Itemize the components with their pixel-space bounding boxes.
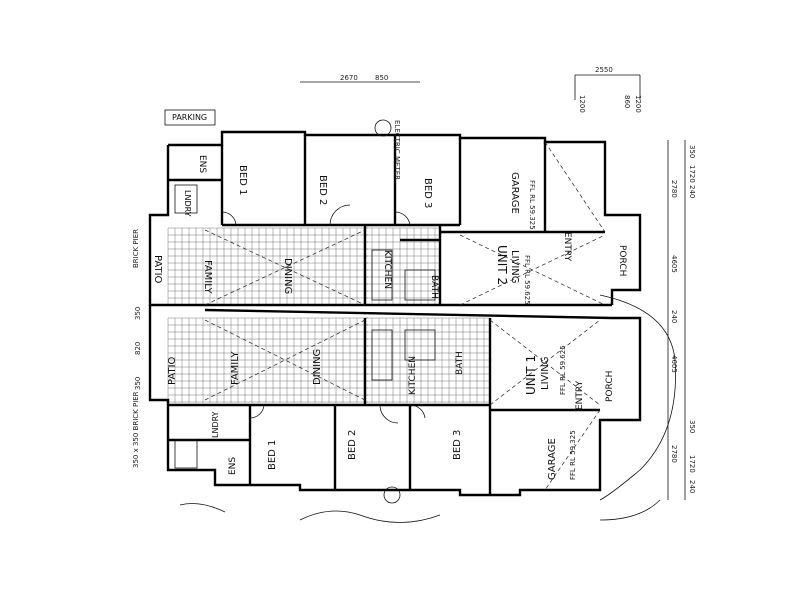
unit1-lndry-label: LNDRY — [211, 411, 220, 438]
brick-pier-top-label: BRICK PIER — [132, 229, 140, 268]
dim-right-1720a: 1720 — [688, 165, 696, 183]
dim-left-350a: 350 — [134, 307, 142, 320]
unit1-living-label: LIVING — [540, 356, 551, 390]
unit1-kitchen-label: KITCHEN — [408, 356, 418, 395]
unit2-kitchen-label: KITCHEN — [382, 250, 392, 289]
dim-right-350a: 350 — [688, 145, 696, 158]
dim-right-1720b: 1720 — [688, 455, 696, 473]
dim-right-240b: 240 — [670, 310, 678, 323]
unit2-living-label: LIVING — [509, 250, 520, 284]
unit2-patio-label: PATIO — [152, 255, 163, 284]
unit2-garage-rl-label: FFL RL 59.325 — [528, 180, 536, 230]
interior-walls-unit2 — [168, 135, 605, 305]
unit2-entry-label: ENTRY — [562, 232, 572, 262]
unit2-bed3-label: BED 3 — [422, 178, 433, 208]
fixtures — [164, 109, 436, 504]
ceiling-diagonals — [179, 141, 676, 523]
dim-right-350b: 350 — [688, 420, 696, 433]
unit2-bed1-label: BED 1 — [237, 165, 248, 195]
dim-top-1200b: 1200 — [634, 95, 642, 113]
dim-top-2550: 2550 — [595, 66, 613, 74]
unit1-family-label: FAMILY — [230, 351, 241, 385]
unit2-dining-label: DINING — [282, 258, 293, 294]
dim-top-2670: 2670 — [340, 74, 358, 82]
dim-right-4605a: 4605 — [670, 255, 678, 273]
unit1-bath-label: BATH — [455, 351, 465, 375]
unit1-ffl-label: FFL RL 59.625 — [559, 345, 567, 395]
right-dimension-line — [667, 140, 686, 500]
dim-right-2780a: 2780 — [670, 180, 678, 198]
unit1-entry-label: ENTRY — [575, 380, 585, 410]
unit1-ens-label: ENS — [228, 457, 238, 475]
outer-walls — [148, 130, 642, 497]
unit1-unit-label: UNIT 1 — [524, 355, 538, 395]
dim-top-850: 850 — [375, 74, 388, 82]
unit2-unit-label: UNIT 2 — [495, 245, 509, 285]
unit1-bed2-label: BED 2 — [347, 430, 358, 460]
unit2-bath-label: BATH — [429, 275, 439, 299]
dim-right-2780b: 2780 — [670, 445, 678, 463]
unit2-ens-label: ENS — [197, 155, 207, 173]
unit2-garage-label: GARAGE — [509, 172, 520, 214]
brick-pier-bottom-label: 350 x 350 BRICK PIER — [132, 391, 140, 468]
dim-left-350b: 350 — [134, 377, 142, 390]
top-dimension-line — [300, 74, 641, 100]
dim-right-240c: 240 — [688, 480, 696, 493]
unit2-bed2-label: BED 2 — [317, 175, 328, 205]
electric-meter-label: ELECTRIC METER — [393, 120, 401, 180]
dim-right-240a: 240 — [688, 185, 696, 198]
parking-label: PARKING — [172, 113, 207, 122]
unit1-garage-label: GARAGE — [547, 438, 558, 480]
door-swings — [221, 204, 426, 424]
unit1-bed3-label: BED 3 — [452, 430, 463, 460]
unit1-dining-label: DINING — [312, 349, 323, 385]
unit2-ffl-label: FFL RL 59.625 — [523, 255, 531, 305]
unit1-garage-rl-label: FFL RL 59.325 — [569, 430, 577, 480]
unit2-lndry-label: LNDRY — [183, 190, 192, 217]
dim-left-820: 820 — [134, 342, 142, 355]
dim-top-1200a: 1200 — [578, 95, 586, 113]
unit2-porch-label: PORCH — [617, 245, 627, 276]
unit2-family-label: FAMILY — [202, 260, 213, 294]
dim-top-860: 860 — [623, 95, 631, 108]
unit1-porch-label: PORCH — [605, 371, 615, 402]
unit1-bed1-label: BED 1 — [267, 440, 278, 470]
dim-right-4605b: 4605 — [670, 355, 678, 373]
unit1-patio-label: PATIO — [167, 356, 178, 385]
